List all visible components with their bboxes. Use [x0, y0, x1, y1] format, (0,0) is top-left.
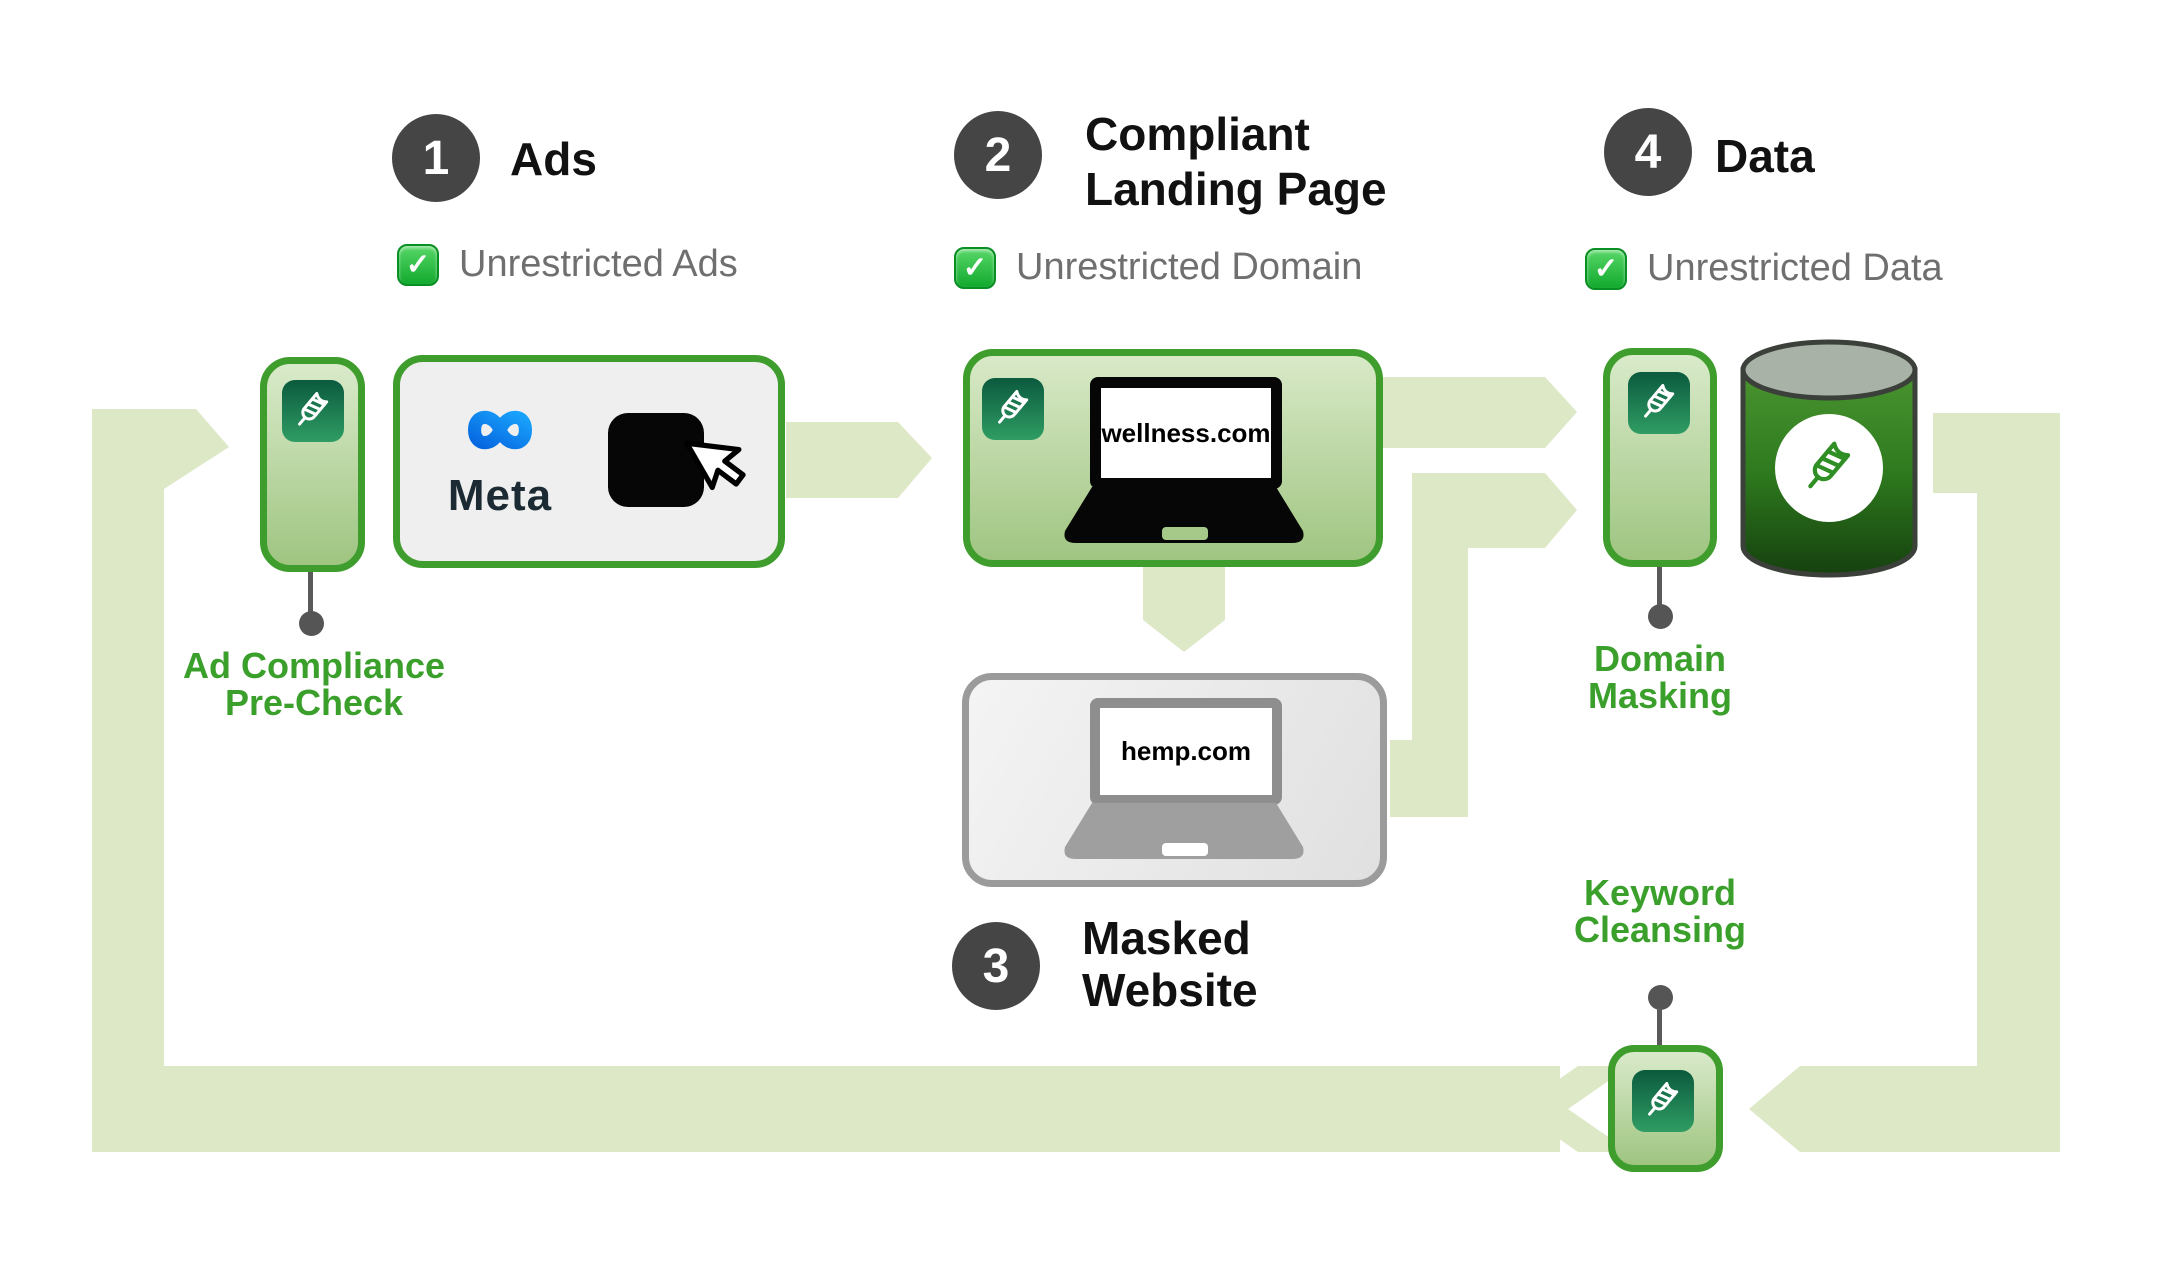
masked-laptop-base: [1064, 803, 1304, 859]
check-row-unrestricted-ads: ✓ Unrestricted Ads: [397, 243, 738, 286]
landing-laptop-screen: wellness.com: [1090, 377, 1282, 489]
arrow-landing-to-data: [1383, 377, 1577, 448]
check-icon: ✓: [954, 246, 996, 289]
compliant-domain-text: wellness.com: [1101, 417, 1271, 448]
meta-infinity-icon: [467, 410, 533, 450]
check-row-unrestricted-domain: ✓ Unrestricted Domain: [954, 246, 1362, 289]
striped-popsicle-icon: [1632, 1070, 1694, 1132]
striped-popsicle-icon: [282, 380, 344, 442]
check-label: Unrestricted Domain: [1016, 246, 1363, 288]
check-label: Unrestricted Data: [1647, 247, 1943, 289]
step-4-number: 4: [1604, 108, 1692, 196]
band-left-bottom: [92, 409, 1560, 1152]
arrow-landing-to-masked: [1143, 567, 1225, 652]
arrow-meta-to-landing: [786, 422, 932, 498]
landing-laptop-base: [1064, 487, 1304, 543]
check-row-unrestricted-data: ✓ Unrestricted Data: [1585, 247, 1943, 290]
meta-wordmark: Meta: [447, 471, 553, 520]
cursor-click-icon: [684, 440, 746, 491]
band-right-loop: [1749, 413, 2060, 1152]
striped-popsicle-icon: [982, 378, 1044, 440]
cleansing-connector-line: [1657, 1008, 1662, 1048]
arrow-masked-to-data: [1390, 473, 1577, 817]
masking-connector-line: [1657, 567, 1662, 605]
domain-masking-badge: [1603, 348, 1717, 567]
ad-precheck-badge: [260, 357, 365, 572]
precheck-connector-line: [308, 572, 313, 616]
striped-popsicle-icon: [1628, 372, 1690, 434]
masked-laptop-screen: hemp.com: [1090, 698, 1282, 805]
check-label: Unrestricted Ads: [459, 243, 738, 285]
step-4-title: Data: [1715, 130, 1815, 182]
meta-logo: Meta: [425, 398, 575, 521]
step-1-title: Ads: [510, 133, 597, 185]
step-3-number: 3: [952, 922, 1040, 1010]
precheck-connector-dot: [299, 611, 324, 636]
cleansing-connector-dot: [1648, 985, 1673, 1010]
step-2-number: 2: [954, 111, 1042, 199]
check-icon: ✓: [1585, 247, 1627, 290]
masking-connector-dot: [1648, 604, 1673, 629]
masked-domain-text: hemp.com: [1120, 736, 1252, 766]
band-chevron-left-arrow: [1516, 1066, 1630, 1152]
database-cylinder-icon: [1740, 339, 1918, 578]
check-icon: ✓: [397, 243, 439, 286]
keyword-cleansing-badge: [1608, 1045, 1723, 1172]
step-1-number: 1: [392, 114, 480, 202]
ad-unit-block: [608, 413, 704, 507]
